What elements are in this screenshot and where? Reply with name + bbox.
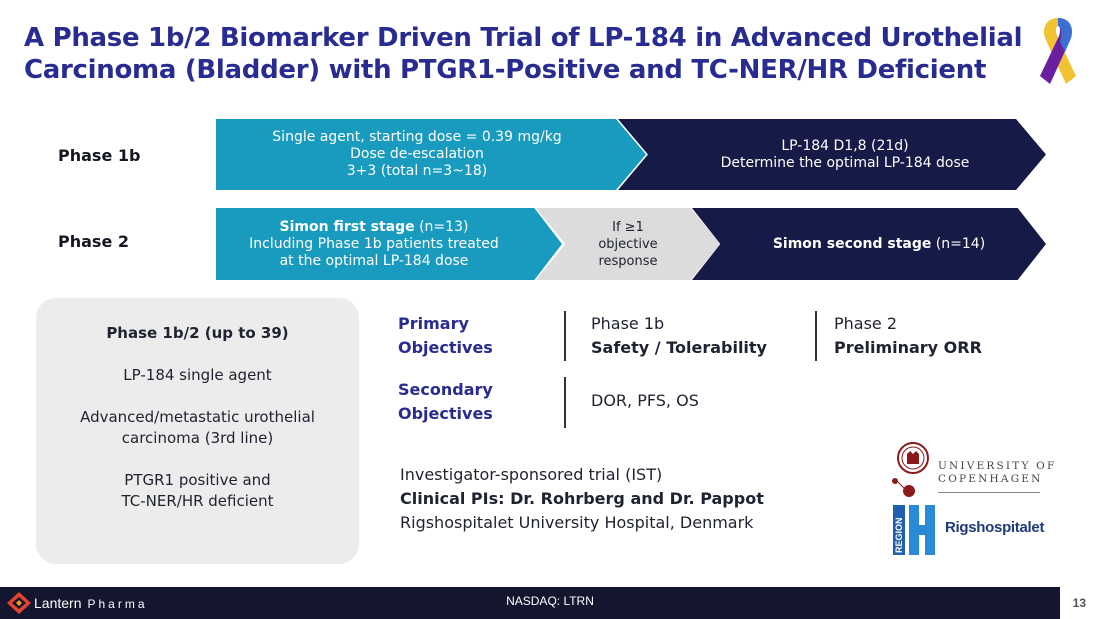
summary-biomarker-line1: PTGR1 positive and bbox=[124, 471, 271, 489]
clinical-pis: Clinical PIs: Dr. Rohrberg and Dr. Pappo… bbox=[400, 489, 764, 508]
primary-phase-divider bbox=[815, 311, 817, 361]
trial-summary-box: Phase 1b/2 (up to 39) LP-184 single agen… bbox=[36, 298, 359, 564]
p1b-step1-line3: 3+3 (total n=3~18) bbox=[346, 163, 488, 179]
slide-title-line2: Carcinoma (Bladder) with PTGR1-Positive … bbox=[24, 55, 987, 85]
footer-brand: Lantern Pharma bbox=[34, 595, 148, 611]
p1b-step2-line1: LP-184 D1,8 (21d) bbox=[781, 137, 909, 154]
primary-divider bbox=[564, 311, 566, 361]
primary-phase-2-value: Preliminary ORR bbox=[834, 338, 982, 357]
primary-label-line2: Objectives bbox=[398, 338, 493, 357]
secondary-label-line2: Objectives bbox=[398, 404, 493, 423]
page-number: 13 bbox=[1072, 596, 1086, 610]
summary-indication-line1: Advanced/metastatic urothelial bbox=[80, 408, 315, 426]
p2-step3-count: (n=14) bbox=[931, 235, 986, 252]
ucph-line2: COPENHAGEN bbox=[938, 473, 1043, 485]
ucph-line1: UNIVERSITY OF bbox=[938, 460, 1057, 472]
footer-brand-suffix: Pharma bbox=[87, 597, 148, 611]
phase-1b-label: Phase 1b bbox=[58, 146, 141, 165]
summary-indication-line2: carcinoma (3rd line) bbox=[121, 429, 274, 447]
rigshospitalet-wordmark: Rigshospitalet bbox=[945, 519, 1045, 536]
p2-step2-line2: objective bbox=[598, 236, 658, 252]
p2-step2-line3: response bbox=[598, 253, 658, 269]
primary-label-line1: Primary bbox=[398, 314, 469, 333]
trial-type: Investigator-sponsored trial (IST) bbox=[400, 465, 663, 484]
p1b-step1-line1: Single agent, starting dose = 0.39 mg/kg bbox=[272, 129, 562, 145]
phase-1b-optimal-dose-step: LP-184 D1,8 (21d) Determine the optimal … bbox=[618, 119, 1046, 190]
primary-phase-1b-label: Phase 1b bbox=[591, 314, 665, 333]
logo-divider bbox=[938, 492, 1040, 493]
summary-biomarker: PTGR1 positive and TC-NER/HR deficient bbox=[36, 470, 359, 512]
p2-step1-bold: Simon first stage bbox=[279, 218, 415, 235]
primary-phase-1b-value: Safety / Tolerability bbox=[591, 338, 767, 357]
lantern-logo-icon bbox=[7, 592, 31, 614]
trial-info: Investigator-sponsored trial (IST) Clini… bbox=[400, 463, 764, 535]
p1b-step2-line2: Determine the optimal LP-184 dose bbox=[720, 154, 970, 171]
p2-step2-line1: If ≥1 bbox=[612, 219, 644, 235]
phase-2-label: Phase 2 bbox=[58, 232, 129, 251]
summary-agent: LP-184 single agent bbox=[123, 366, 272, 384]
secondary-objective-value: DOR, PFS, OS bbox=[591, 391, 699, 410]
secondary-objectives-label: Secondary Objectives bbox=[398, 378, 493, 426]
secondary-label-line1: Secondary bbox=[398, 380, 493, 399]
slide-title: A Phase 1b/2 Biomarker Driven Trial of L… bbox=[24, 22, 1024, 86]
awareness-ribbon-icon bbox=[1040, 18, 1076, 84]
phase-2-simon-second-stage-step: Simon second stage (n=14) bbox=[692, 208, 1046, 280]
footer-ticker: NASDAQ: LTRN bbox=[506, 594, 594, 608]
slide-title-line1: A Phase 1b/2 Biomarker Driven Trial of L… bbox=[24, 23, 1023, 53]
p2-step1-count: (n=13) bbox=[414, 218, 469, 235]
p2-step1-line2: Including Phase 1b patients treated bbox=[249, 235, 499, 252]
p2-step3-bold: Simon second stage bbox=[772, 235, 932, 252]
primary-objectives-label: Primary Objectives bbox=[398, 312, 493, 360]
university-seal-icon bbox=[892, 442, 929, 497]
primary-phase-1b-objective: Phase 1b Safety / Tolerability bbox=[591, 312, 767, 360]
region-text: REGION bbox=[894, 517, 904, 553]
phase-1b-dose-deescalation-step: Single agent, starting dose = 0.39 mg/kg… bbox=[216, 119, 646, 190]
ucph-wordmark: UNIVERSITY OF COPENHAGEN bbox=[938, 460, 1056, 486]
footer-bar bbox=[0, 587, 1060, 619]
secondary-divider bbox=[564, 377, 566, 428]
primary-phase-2-objective: Phase 2 Preliminary ORR bbox=[834, 312, 982, 360]
summary-title: Phase 1b/2 (up to 39) bbox=[106, 324, 289, 342]
p2-step1-line3: at the optimal LP-184 dose bbox=[279, 252, 469, 269]
phase-2-response-condition-step: If ≥1 objective response bbox=[536, 208, 720, 280]
region-h-logo-icon: REGION bbox=[891, 503, 937, 557]
phase-2-simon-first-stage-step: Simon first stage (n=13) Including Phase… bbox=[216, 208, 562, 280]
trial-site: Rigshospitalet University Hospital, Denm… bbox=[400, 513, 754, 532]
summary-biomarker-line2: TC-NER/HR deficient bbox=[121, 492, 274, 510]
summary-indication: Advanced/metastatic urothelial carcinoma… bbox=[36, 407, 359, 449]
primary-phase-2-label: Phase 2 bbox=[834, 314, 898, 333]
p1b-step1-line2: Dose de-escalation bbox=[350, 146, 484, 162]
footer-brand-name: Lantern bbox=[34, 595, 82, 611]
